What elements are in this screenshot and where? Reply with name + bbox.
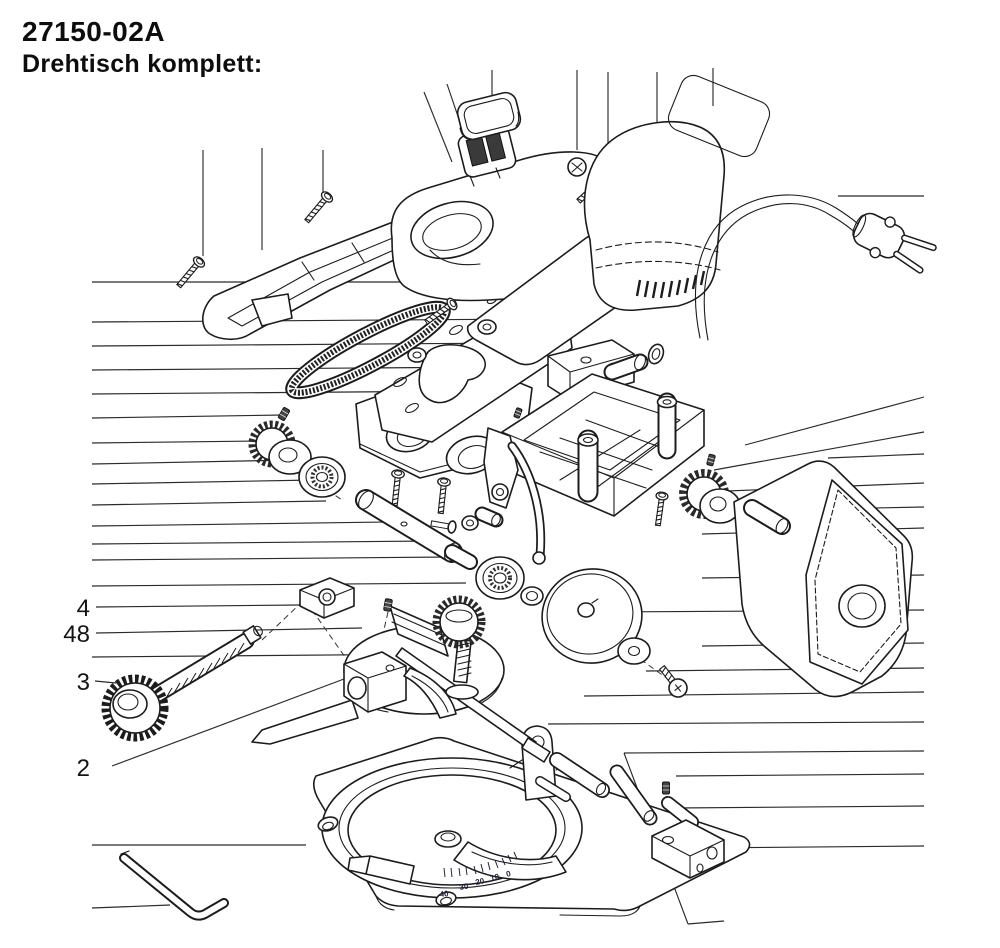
part-label-3: 3 <box>77 669 90 696</box>
spindle-bearing <box>476 557 524 599</box>
screw-mid-2 <box>433 476 452 515</box>
switch-assembly <box>455 90 522 186</box>
scale-20: 20 <box>475 876 486 887</box>
screw-washer-mid <box>408 320 496 362</box>
base-plate: 40 30 20 10 0 <box>314 738 750 916</box>
assembly-title: Drehtisch komplett: <box>22 50 263 78</box>
angle-scale-labels: 40 30 20 10 0 <box>439 869 512 899</box>
part-number-title: 27150-02A <box>22 16 166 47</box>
part-label-2: 2 <box>77 755 90 782</box>
saw-blade <box>535 561 650 671</box>
arm-screw-left <box>173 254 208 291</box>
guide-rods <box>540 760 692 823</box>
screw-small-horizontal <box>430 517 457 533</box>
blade-screw <box>655 662 691 701</box>
blade-flange <box>618 638 650 664</box>
tension-lever <box>484 428 545 564</box>
vent-louvers <box>637 271 704 298</box>
clamp-block-part2 <box>344 652 406 712</box>
part-labels: 4 48 3 2 <box>63 595 90 782</box>
angle-scale-ticks <box>444 852 517 877</box>
ball-bearing-left <box>299 457 345 497</box>
screw-mid-1 <box>387 468 406 507</box>
scale-10: 10 <box>489 872 500 883</box>
shaft-washer <box>462 516 478 530</box>
arm-screw-top <box>301 189 336 226</box>
scale-40: 40 <box>439 889 449 899</box>
page-header: 27150-02A Drehtisch komplett: <box>22 14 262 80</box>
type-label-sticker <box>665 72 774 161</box>
power-plug <box>846 204 937 279</box>
slot-nut-part4 <box>300 578 354 618</box>
motor-housing-cover <box>585 122 725 310</box>
drive-shaft-tube <box>356 488 470 563</box>
scale-30: 30 <box>459 881 470 892</box>
cord-grommet <box>612 342 666 372</box>
worm-gear-stud <box>436 599 482 699</box>
table-frame <box>502 374 704 516</box>
cover-screw <box>568 158 586 176</box>
pointer-wedge <box>404 668 456 718</box>
scale-0: 0 <box>505 869 512 879</box>
spacer-ring <box>521 587 543 605</box>
grub-screw-top <box>277 406 291 422</box>
worm-screw-part3 <box>106 625 264 737</box>
power-cord <box>696 195 938 340</box>
part-label-48: 48 <box>63 621 90 648</box>
pinion-gear-left <box>252 424 311 474</box>
allen-key <box>121 851 224 916</box>
rod-clamp-block <box>652 781 724 878</box>
motor-pinion-gear <box>651 473 740 527</box>
grub-screw-pinion <box>706 453 716 467</box>
part-label-4: 4 <box>77 595 90 622</box>
grub-screw-48 <box>383 597 393 613</box>
shaft-bushing <box>482 513 502 527</box>
motor <box>734 461 912 696</box>
